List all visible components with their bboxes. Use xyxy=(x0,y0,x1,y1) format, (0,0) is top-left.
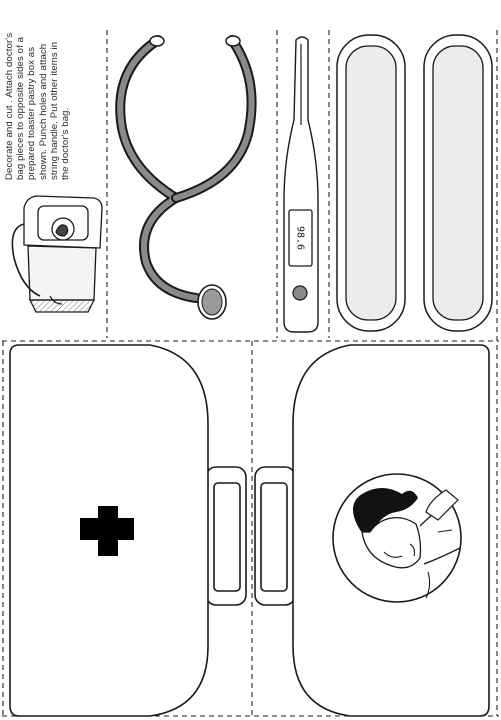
bag-front-with-cross xyxy=(9,344,247,717)
bag-back-with-doctor-portrait xyxy=(254,344,490,717)
thermometer-reading: 98.6 xyxy=(295,226,306,250)
doctor-portrait xyxy=(352,488,461,599)
stethoscope xyxy=(115,35,257,320)
thermometer: 98.6 xyxy=(283,36,319,333)
bag-assembly-illustration xyxy=(11,195,103,313)
bandage xyxy=(423,34,493,332)
medical-cross-icon xyxy=(80,506,134,556)
instructions-text: Decorate and cut . Attach doctor's bag p… xyxy=(4,32,72,180)
bandage xyxy=(336,34,406,332)
